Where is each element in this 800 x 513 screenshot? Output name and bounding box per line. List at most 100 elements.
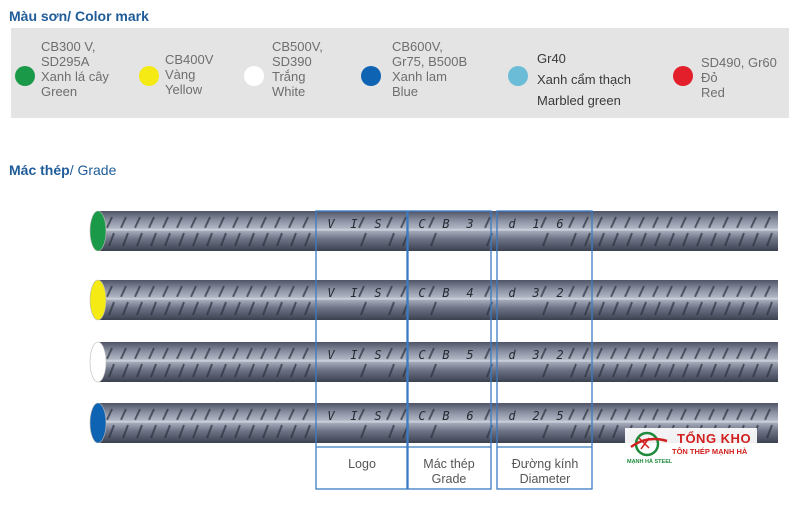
caption-grade: Mác thép Grade [423,457,475,486]
rebar-transverse-rib [596,408,605,439]
brand-main-text: TỔNG KHO [677,431,752,446]
frame-diameter [496,210,593,490]
rebar-transverse-rib [204,285,213,316]
rebar-transverse-rib [638,285,647,316]
rebar-transverse-rib [666,216,675,247]
rebar-transverse-rib [582,216,591,247]
rebar-transverse-rib [260,408,269,439]
rebar-transverse-rib [190,347,199,378]
rebar-mark: V [327,286,335,300]
rebar-transverse-rib [736,285,745,316]
rebar-transverse-rib [120,408,129,439]
rebar-mark: B [442,217,449,231]
rebar-transverse-rib [218,216,227,247]
rebar-color-end [89,341,107,383]
rebar-transverse-rib [176,408,185,439]
rebar-transverse-rib [288,347,297,378]
rebar-transverse-rib [582,408,591,439]
rebar-transverse-rib [260,285,269,316]
rebar-transverse-rib [162,285,171,316]
rebar-transverse-rib [274,347,283,378]
rebar-transverse-rib [190,408,199,439]
rebar-mark: V [327,348,335,362]
rebar-transverse-rib [106,285,115,316]
rebar-mark: 2 [556,286,563,300]
rebar-mark: V [327,217,335,231]
color-dot-icon [361,66,381,86]
rebar-transverse-rib [246,216,255,247]
rebar-transverse-rib [568,408,577,439]
rebar-transverse-rib [106,408,115,439]
rebar-mark: I [350,217,357,231]
rebar-transverse-rib [358,347,367,378]
rebar-transverse-rib [386,216,395,247]
rebar-mark: I [350,409,357,423]
rebar-mark: 5 [556,409,563,423]
rebar-transverse-rib [358,285,367,316]
rebar-transverse-rib [722,216,731,247]
rebar-transverse-rib [302,408,311,439]
grade-title-sub: / Grade [69,162,117,178]
rebar-transverse-rib [540,285,549,316]
rebar-transverse-rib [610,408,619,439]
rebar-transverse-rib [204,216,213,247]
rebar-mark: 6 [466,409,473,423]
rebar-mark: 3 [531,286,539,300]
rebar-mark: d [508,217,516,231]
rebar-transverse-rib [162,216,171,247]
rebar-color-end [89,402,107,444]
rebar-transverse-rib [274,216,283,247]
rebar-transverse-rib [666,347,675,378]
rebar-transverse-rib [708,347,717,378]
rebar-transverse-rib [680,285,689,316]
brand-emblem-icon [630,431,668,457]
rebar-transverse-rib [736,216,745,247]
rebar-transverse-rib [582,347,591,378]
rebar-transverse-rib [764,285,773,316]
color-dot-icon [15,66,35,86]
rebar-transverse-rib [568,285,577,316]
rebar-mark: 3 [531,348,539,362]
rebar-mark: C [418,217,426,231]
rebar-transverse-rib [232,347,241,378]
rebar-transverse-rib [764,347,773,378]
rebar-transverse-rib [708,285,717,316]
rebar-mark: S [374,409,381,423]
brand-logo: TỔNG KHO TÔN THÉP MẠNH HÀ MẠNH HÀ STEEL [625,428,757,468]
frame-logo [315,210,408,490]
rebar-transverse-rib [428,285,437,316]
rebar-transverse-rib [596,216,605,247]
color-dot-icon [244,66,264,86]
rebar-color-end [89,210,107,252]
rebar-transverse-rib [190,285,199,316]
color-mark-label: SD490, Gr60 Đỏ Red [701,55,777,100]
color-dot-icon [673,66,693,86]
rebar-transverse-rib [148,285,157,316]
rebar-transverse-rib [232,408,241,439]
color-mark-item: CB400V Vàng Yellow [11,28,789,118]
rebar-transverse-rib [386,347,395,378]
rebar-transverse-rib [652,285,661,316]
rebar-transverse-rib [260,347,269,378]
rebar-transverse-rib [386,285,395,316]
color-mark-item: Gr40 Xanh cẩm thạch Marbled green [11,28,789,118]
rebar-transverse-rib [120,216,129,247]
rebar-mark: d [508,409,516,423]
grade-title: Mác thép/ Grade [9,162,116,178]
rebar-body [98,211,778,251]
rebar-transverse-rib [540,347,549,378]
rebar-transverse-rib [680,216,689,247]
rebar-transverse-rib [288,408,297,439]
rebar-color-end [89,279,107,321]
rebar-transverse-rib [190,216,199,247]
rebar-transverse-rib [638,216,647,247]
rebar-transverse-rib [540,408,549,439]
rebar-transverse-rib [568,216,577,247]
rebar-body [98,280,778,320]
rebar-mark: S [374,217,381,231]
rebar-mark: V [327,409,335,423]
rebar-transverse-rib [624,285,633,316]
